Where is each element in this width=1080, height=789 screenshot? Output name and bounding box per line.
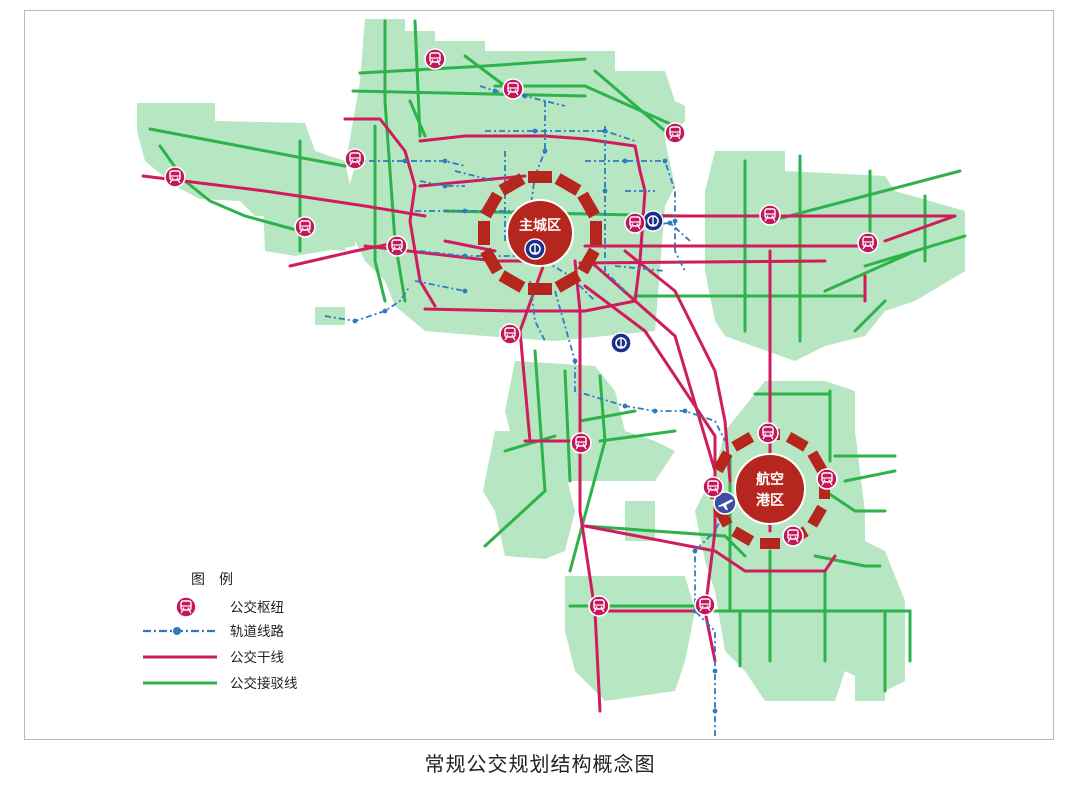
main-core: 主城区	[478, 171, 602, 295]
legend-feeder-label: 公交接驳线	[230, 675, 298, 692]
bus-hub-icon	[782, 525, 804, 547]
bus-hub-icon	[588, 595, 610, 617]
main-district-label: 主城区	[519, 217, 561, 234]
bus-hub-icon	[502, 78, 524, 100]
legend-hub-label: 公交枢纽	[230, 599, 284, 616]
bus-hub-icon	[570, 432, 592, 454]
urban-areas	[137, 19, 965, 701]
area-south-east-small	[855, 661, 885, 701]
legend-rail-label: 轨道线路	[230, 624, 284, 640]
bus-hub-icon	[757, 422, 779, 444]
bus-hub-icon	[164, 166, 186, 188]
bus-hub-icon	[424, 48, 446, 70]
legend-title: 图 例	[191, 572, 233, 588]
airport-district-label-2: 港区	[756, 492, 784, 509]
airport-district-label-1: 航空	[756, 471, 784, 488]
bus-hub-icon	[702, 476, 724, 498]
main-core-ring	[478, 171, 602, 295]
rail-stations	[352, 88, 718, 714]
bus-hub-icon	[624, 212, 646, 234]
airplane-icon	[713, 491, 737, 515]
bus-hub-icon	[694, 594, 716, 616]
bus-hub-icon	[816, 468, 838, 490]
map-caption: 常规公交规划结构概念图	[424, 752, 656, 776]
railway-station-icon	[642, 210, 664, 232]
legend-trunk-label: 公交干线	[230, 649, 284, 666]
bus-hub-icon	[759, 204, 781, 226]
bus-hub-icon	[294, 216, 316, 238]
main-core-disc	[506, 199, 574, 267]
bus-hub-icon	[664, 122, 686, 144]
bus-hub-icon	[857, 232, 879, 254]
legend: 图 例 公交枢纽 轨道线路 公交干线 公交接驳线	[143, 572, 298, 692]
area-south	[565, 576, 695, 701]
bus-hub-icon	[344, 148, 366, 170]
railway-station-icon	[610, 332, 632, 354]
railway-station-icon	[524, 238, 546, 260]
bus-hub-icon	[386, 235, 408, 257]
map-frame: 主城区 航空 港区	[24, 10, 1054, 740]
map-canvas: 主城区 航空 港区	[137, 19, 967, 739]
bus-hub-icon	[499, 323, 521, 345]
legend-hub-icon	[175, 596, 197, 618]
airport-core-disc	[734, 453, 806, 525]
